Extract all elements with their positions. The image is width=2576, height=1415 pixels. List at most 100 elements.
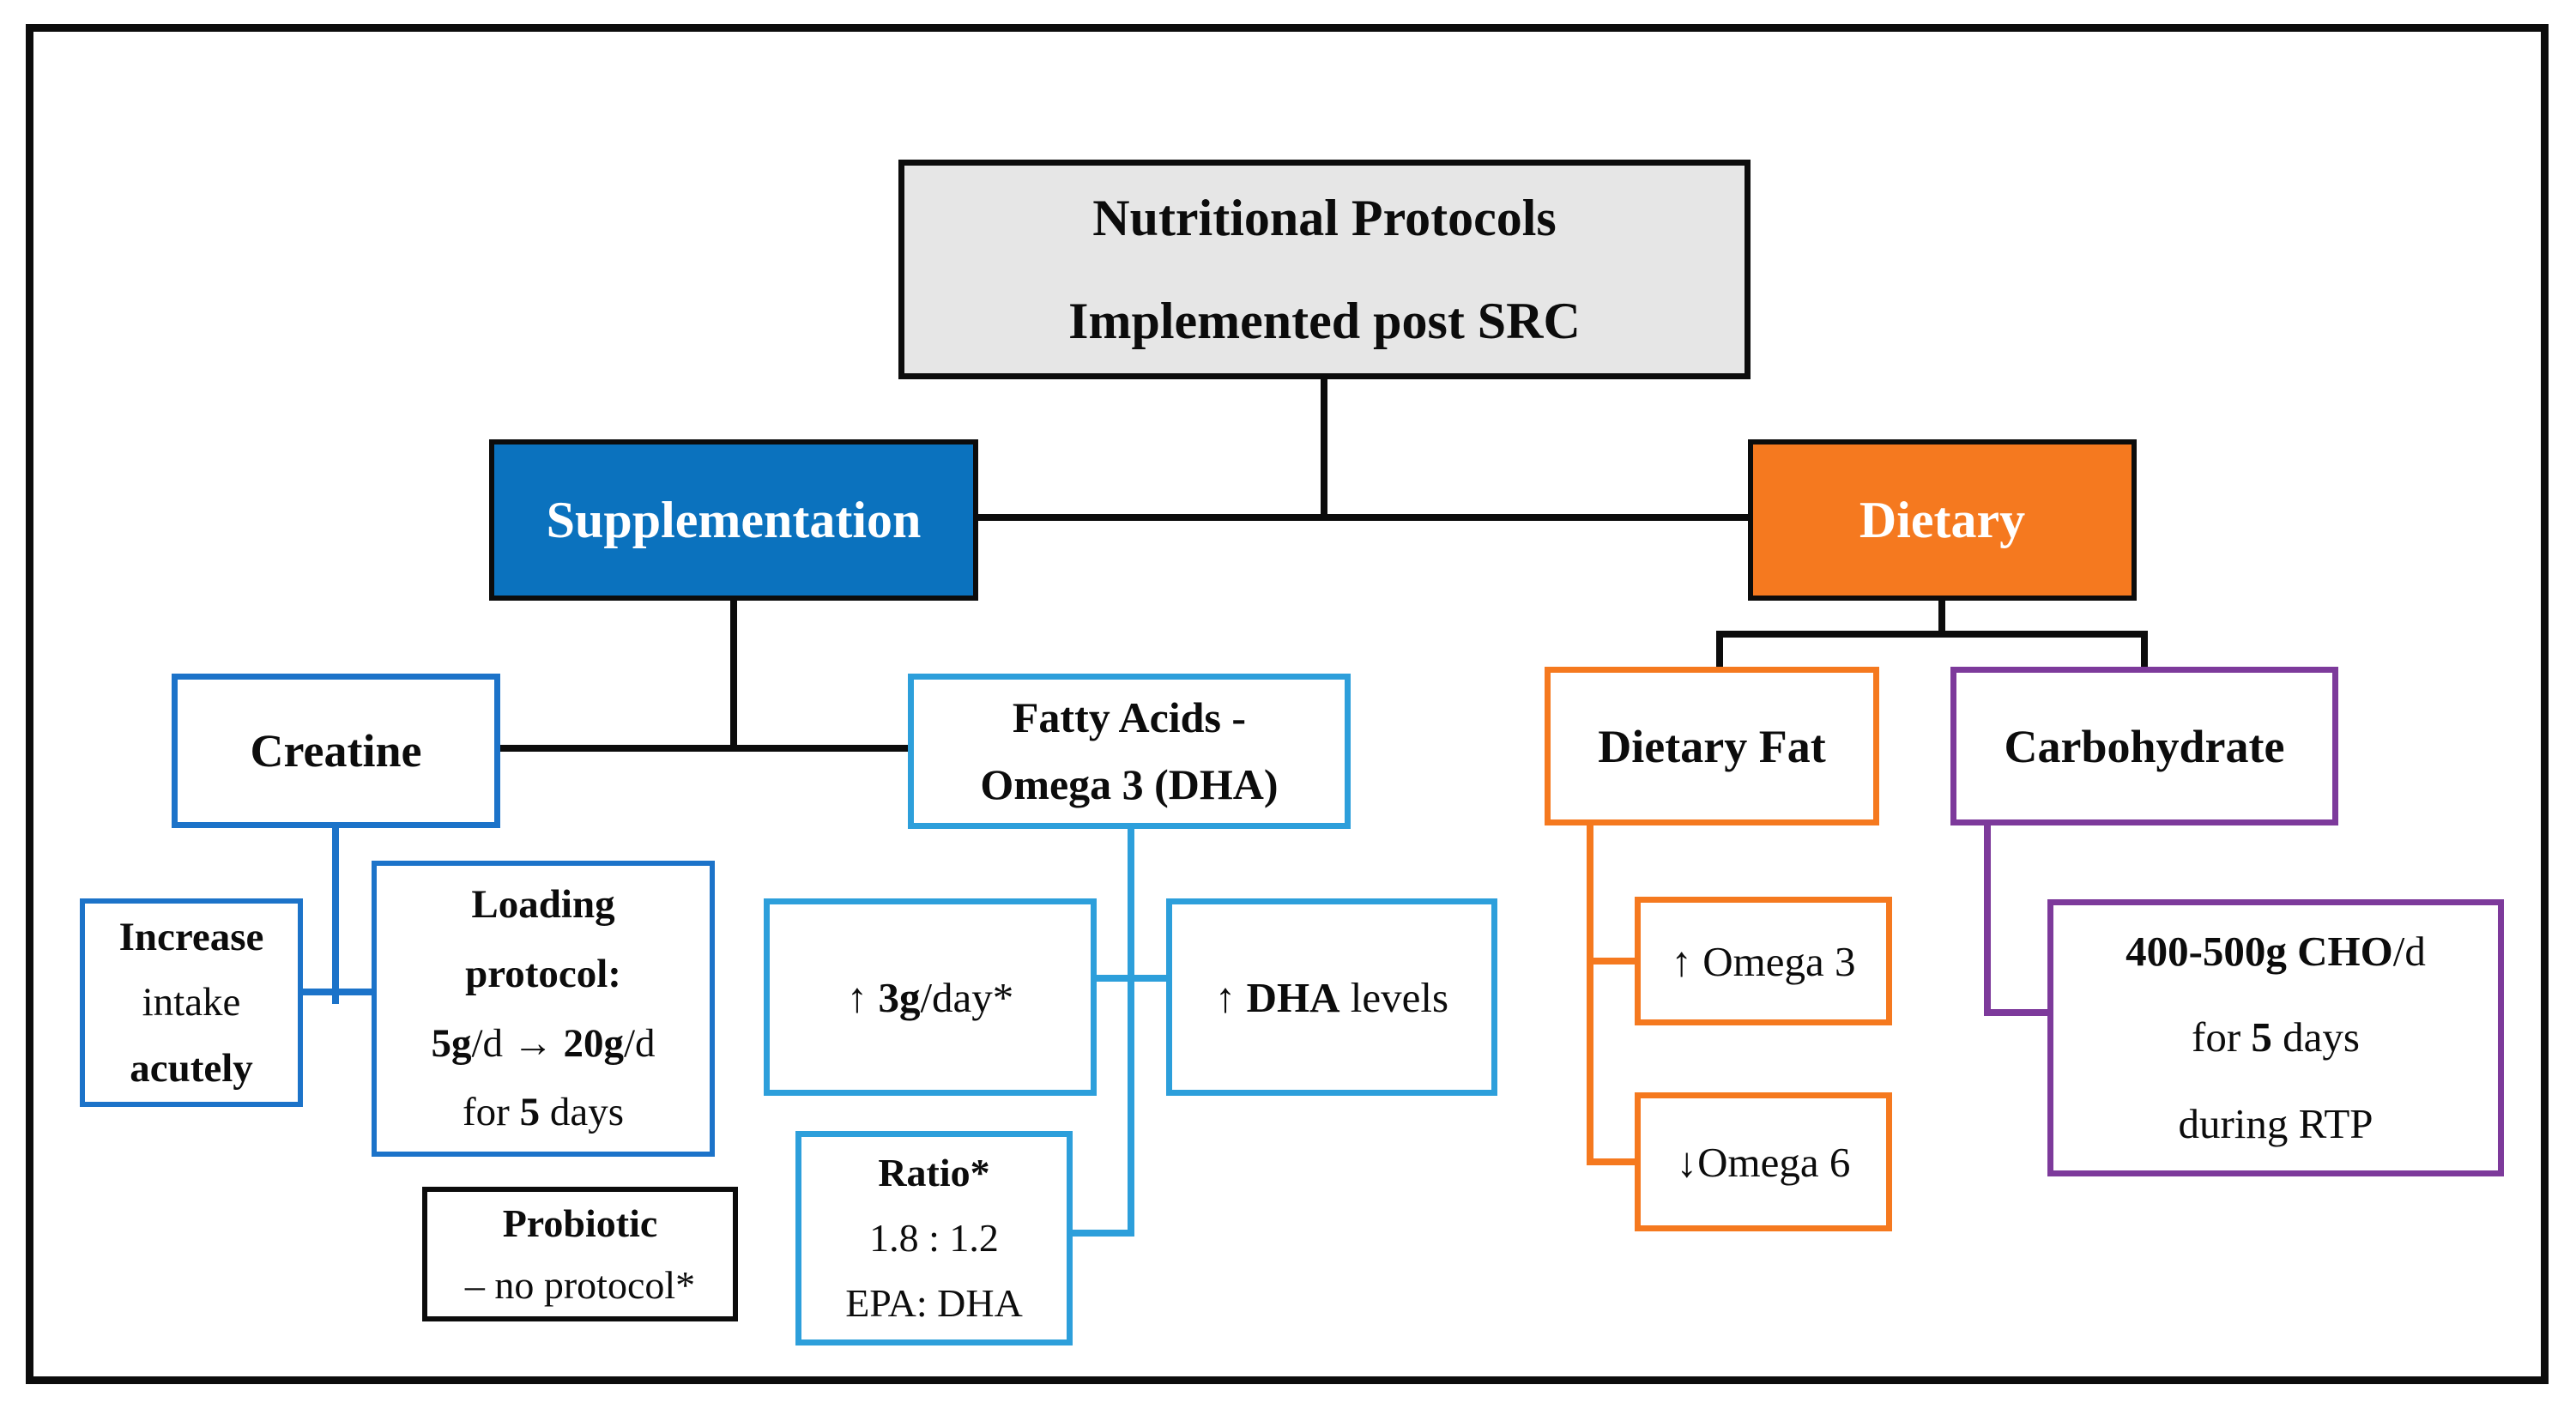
text-segment: for — [2192, 1013, 2252, 1061]
text-line: acutely — [130, 1036, 253, 1101]
text-segment: /day* — [920, 973, 1014, 1021]
node-carbohydrate: Carbohydrate — [1950, 667, 2338, 825]
connector-3gday-dhalevels — [1097, 975, 1166, 982]
text-segment: – no protocol* — [464, 1262, 696, 1307]
text-segment: Implemented post SRC — [1068, 293, 1581, 349]
connector-fattyacids-down — [1128, 829, 1134, 1237]
text-segment: 5 — [519, 1090, 541, 1135]
text-segment: Creatine — [250, 725, 422, 777]
text-line: Implemented post SRC — [1068, 269, 1581, 372]
text-line: Creatine — [251, 724, 422, 777]
text-segment: ↑ — [846, 973, 879, 1021]
text-line: Supplementation — [547, 491, 922, 550]
text-segment: intake — [142, 980, 241, 1025]
text-line: Dietary Fat — [1598, 720, 1825, 773]
text-line: EPA: DHA — [845, 1271, 1023, 1336]
text-line: for 5 days — [2192, 995, 2360, 1080]
connector-dietary-split — [1716, 631, 2148, 638]
text-line: 5g/d → 20g/d — [431, 1009, 655, 1079]
node-3g-per-day: ↑ 3g/day* — [764, 898, 1097, 1096]
node-probiotic: Probiotic – no protocol* — [422, 1187, 738, 1321]
connector-supplementation-dietary — [978, 514, 1748, 521]
text-segment: days — [540, 1090, 624, 1135]
connector-to-ratio — [1073, 1230, 1134, 1237]
node-fatty-acids-omega3: Fatty Acids - Omega 3 (DHA) — [908, 674, 1351, 829]
text-line: – no protocol* — [465, 1255, 695, 1315]
connector-supplementation-down — [730, 601, 737, 752]
text-segment: Ratio* — [878, 1151, 990, 1195]
text-segment: Fatty Acids - — [1012, 693, 1247, 741]
text-segment: /d — [624, 1020, 656, 1066]
text-line: Increase — [119, 904, 264, 970]
text-segment: ↑ — [1214, 973, 1247, 1021]
text-segment: /d — [2392, 927, 2426, 975]
node-creatine: Creatine — [172, 674, 500, 828]
text-segment: 5 — [2251, 1013, 2272, 1061]
text-segment: DHA — [1246, 973, 1340, 1021]
text-line: ↑ Omega 3 — [1672, 937, 1856, 986]
text-segment: for — [463, 1090, 520, 1135]
node-dietary-fat: Dietary Fat — [1545, 667, 1879, 825]
connector-dietaryfat-down — [1587, 825, 1593, 1165]
text-segment: levels — [1339, 973, 1449, 1021]
text-line: intake — [142, 970, 241, 1035]
text-line: Probiotic — [503, 1193, 658, 1254]
connector-dietary-down — [1938, 601, 1945, 638]
text-line: Carbohydrate — [2005, 720, 2285, 773]
text-segment: 400-500g CHO — [2126, 927, 2393, 975]
text-line: ↑ 3g/day* — [847, 973, 1014, 1022]
text-line: Fatty Acids - — [1013, 685, 1246, 752]
text-segment: Dietary Fat — [1598, 720, 1826, 772]
text-line: Omega 3 (DHA) — [980, 752, 1278, 819]
text-segment: Probiotic — [502, 1201, 658, 1246]
connector-increase-loading — [303, 989, 372, 995]
text-line: ↓Omega 6 — [1677, 1138, 1851, 1187]
text-segment: acutely — [130, 1045, 253, 1091]
connector-root-down — [1321, 379, 1327, 521]
node-supplementation: Supplementation — [489, 439, 978, 601]
text-line: Nutritional Protocols — [1092, 166, 1557, 269]
node-omega-3: ↑ Omega 3 — [1635, 897, 1892, 1025]
connector-creatine-down — [332, 828, 339, 1004]
text-line: 1.8 : 1.2 — [869, 1206, 999, 1271]
text-segment: /d → — [471, 1020, 564, 1066]
node-dietary: Dietary — [1748, 439, 2137, 601]
text-line: during RTP — [2178, 1081, 2373, 1167]
connector-carbohydrate-down — [1984, 825, 1991, 1016]
text-line: Ratio* — [878, 1140, 989, 1206]
connector-to-omega6 — [1593, 1158, 1635, 1165]
connector-to-carbohydrate — [2141, 631, 2148, 667]
text-segment: EPA: DHA — [845, 1280, 1023, 1325]
text-segment: Nutritional Protocols — [1092, 190, 1557, 246]
text-segment: Omega 3 (DHA) — [980, 759, 1279, 808]
text-segment: 1.8 : 1.2 — [869, 1216, 999, 1261]
text-line: Loading — [471, 870, 614, 940]
text-line: Dietary — [1859, 491, 2025, 550]
text-segment: 5g — [431, 1020, 472, 1066]
connector-to-cho — [1984, 1009, 2047, 1016]
text-segment: Dietary — [1859, 491, 2026, 548]
text-line: for 5 days — [463, 1078, 624, 1147]
text-line: 400-500g CHO/d — [2126, 909, 2426, 995]
text-segment: 20g — [563, 1020, 625, 1066]
connector-creatine-fattyacids — [500, 745, 908, 752]
connector-to-dietary-fat — [1716, 631, 1723, 667]
text-line: ↑ DHA levels — [1215, 973, 1448, 1022]
text-segment: 3g — [878, 973, 921, 1021]
text-segment: Increase — [118, 915, 264, 960]
text-line: protocol: — [465, 940, 621, 1009]
text-segment: ↑ Omega 3 — [1671, 937, 1856, 985]
text-segment: Supplementation — [546, 491, 922, 548]
node-increase-intake: Increase intake acutely — [80, 898, 303, 1107]
node-omega-6: ↓Omega 6 — [1635, 1092, 1892, 1231]
text-segment: Carbohydrate — [2004, 720, 2285, 772]
text-segment: Loading — [471, 881, 615, 927]
text-segment: ↓Omega 6 — [1676, 1138, 1851, 1186]
text-segment: during RTP — [2178, 1099, 2373, 1147]
text-segment: days — [2271, 1013, 2360, 1061]
node-dha-levels: ↑ DHA levels — [1166, 898, 1497, 1096]
